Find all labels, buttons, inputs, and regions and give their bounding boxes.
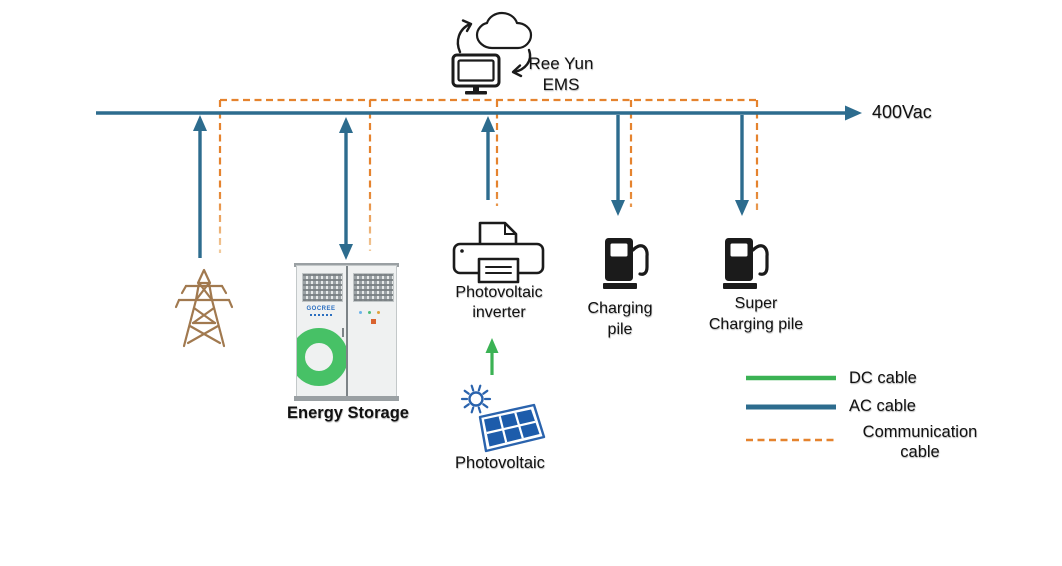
vent-grille-left xyxy=(302,273,343,302)
transmission-tower-icon xyxy=(174,268,234,348)
super-charging-pile-ac-arrow xyxy=(735,115,749,216)
ac-bus-line xyxy=(96,105,862,121)
sun-icon xyxy=(468,391,484,407)
door-divider xyxy=(346,266,348,397)
charging-pile-label: Charging pile xyxy=(587,300,653,338)
led-square xyxy=(371,319,376,324)
cloud-icon xyxy=(475,11,533,50)
pv-inverter-label: Photovoltaic inverter xyxy=(455,284,543,321)
pv-dc-arrow xyxy=(485,338,499,375)
panel-grid xyxy=(478,403,546,453)
energy-storage-label: Energy Storage xyxy=(287,404,409,422)
sync-arrow-down-icon xyxy=(511,48,532,78)
green-ring-logo xyxy=(297,328,348,386)
inverter-ac-arrow xyxy=(481,116,495,200)
legend-ac-label: AC cable xyxy=(849,397,916,415)
battery-cabinet-icon: GOCREE xyxy=(294,263,399,402)
vent-grille-right xyxy=(353,273,394,302)
fuel-pump-icon xyxy=(723,238,769,289)
ems-cloud-monitor-icon xyxy=(451,11,533,95)
bus-voltage-label: 400Vac xyxy=(872,102,932,122)
led-green xyxy=(368,311,371,314)
solar-panel-icon xyxy=(460,384,546,453)
cabinet-body: GOCREE xyxy=(296,265,397,398)
legend-comm-label: Communication cable xyxy=(862,423,978,461)
cabinet-bottom-bar xyxy=(294,396,399,401)
grid-ac-arrow xyxy=(193,115,207,258)
photovoltaic-label: Photovoltaic xyxy=(455,454,545,472)
led-blue xyxy=(359,311,362,314)
door-handle xyxy=(342,328,344,337)
sync-arrow-up-icon xyxy=(456,19,473,54)
super-charging-pile-label: Super Charging pile xyxy=(708,295,804,333)
fuel-pump-icon xyxy=(603,238,649,289)
printer-inverter-icon xyxy=(452,221,545,284)
brand-label: GOCREE xyxy=(299,306,343,316)
ems-label: Ree Yun EMS xyxy=(528,54,594,94)
charging-pile-ac-arrow xyxy=(611,115,625,216)
legend-dc-label: DC cable xyxy=(849,369,917,387)
communication-cable-lines xyxy=(218,98,759,253)
led-orange xyxy=(377,311,380,314)
brand-subtext xyxy=(310,314,332,316)
storage-ac-arrow xyxy=(339,117,353,260)
monitor-icon xyxy=(451,53,501,95)
